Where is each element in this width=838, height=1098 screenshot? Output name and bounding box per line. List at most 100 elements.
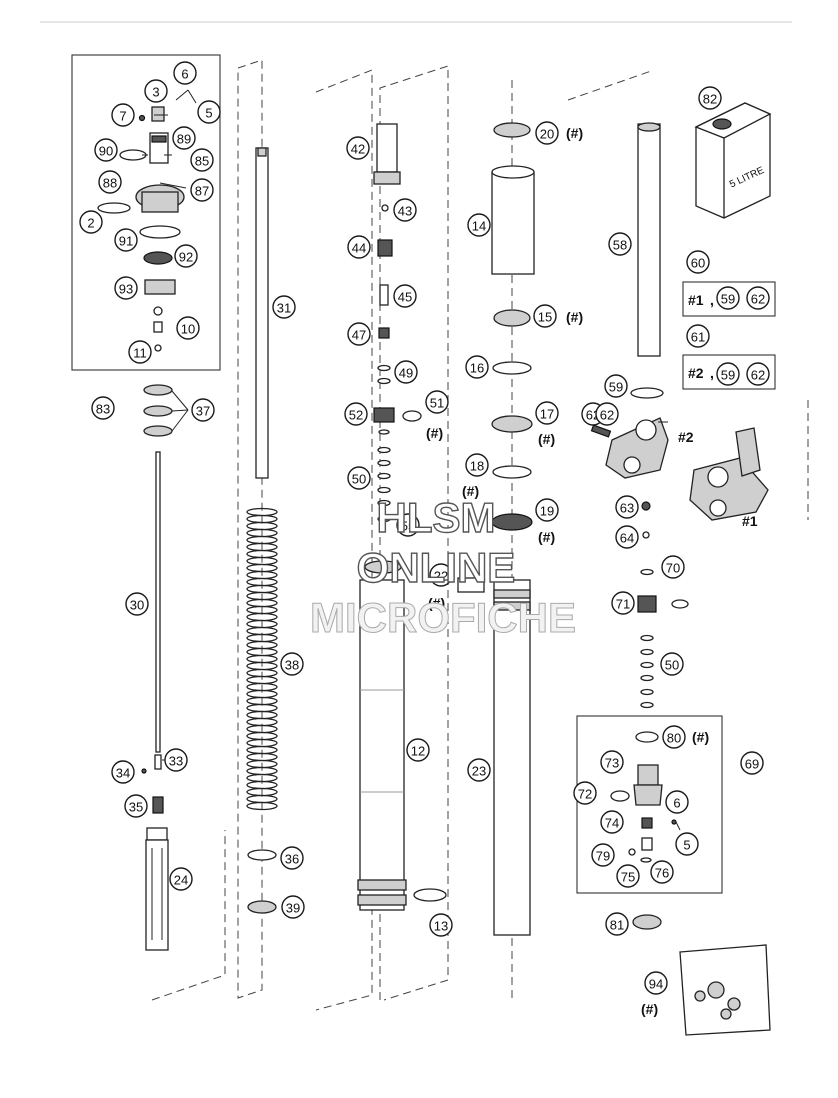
callout-76: 76 (650, 860, 674, 884)
callout-90: 90 (94, 138, 118, 162)
callout-83: 83 (91, 396, 115, 420)
svg-text:35: 35 (129, 800, 143, 815)
svg-text:36: 36 (285, 852, 299, 867)
variant-box1-mark: #1 (688, 292, 704, 308)
callout-19: 19 (535, 498, 559, 522)
callout-72: 72 (573, 781, 597, 805)
compression-adjuster-frame (576, 715, 723, 894)
hash-mark: (#) (428, 595, 445, 611)
callout-69: 69 (740, 751, 764, 775)
svg-text:92: 92 (179, 250, 193, 265)
callout-91: 91 (114, 228, 138, 252)
svg-text:85: 85 (195, 154, 209, 169)
callout-30: 30 (125, 592, 149, 616)
callout-62: 62 (746, 362, 770, 386)
svg-text:69: 69 (745, 757, 759, 772)
svg-text:79: 79 (596, 849, 610, 864)
callout-50: 50 (660, 652, 684, 676)
svg-text:20: 20 (540, 127, 554, 142)
callout-42: 42 (346, 136, 370, 160)
callout-45: 45 (393, 284, 417, 308)
cap-assembly-frame (71, 54, 221, 371)
callout-38: 38 (280, 652, 304, 676)
inner-tube-parts (357, 123, 447, 911)
hash-marks: (#) (#) (#) (#) (#) (#) (#) (#) (#) #2 #… (426, 125, 758, 1017)
svg-text:42: 42 (351, 142, 365, 157)
callout-47: 47 (347, 322, 371, 346)
svg-text:14: 14 (472, 219, 486, 234)
svg-text:64: 64 (620, 531, 634, 546)
svg-text:80: 80 (667, 731, 681, 746)
callout-5: 5 (197, 100, 221, 124)
callout-12: 12 (406, 738, 430, 762)
hash-mark: (#) (538, 431, 555, 447)
watermark-line3: MICROFICHE (310, 594, 576, 641)
callout-50: 50 (347, 466, 371, 490)
svg-text:70: 70 (666, 561, 680, 576)
svg-text:82: 82 (703, 92, 717, 107)
svg-text:12: 12 (411, 744, 425, 759)
svg-text:74: 74 (605, 816, 619, 831)
svg-text:76: 76 (655, 866, 669, 881)
callout-31: 31 (272, 295, 296, 319)
svg-text:39: 39 (286, 901, 300, 916)
callout-23: 23 (467, 758, 491, 782)
svg-text:6: 6 (673, 796, 680, 811)
svg-text:51: 51 (430, 396, 444, 411)
callout-36: 36 (280, 846, 304, 870)
callout-10: 10 (176, 316, 200, 340)
svg-text:43: 43 (398, 204, 412, 219)
svg-text:31: 31 (277, 301, 291, 316)
leader-lines (142, 89, 681, 831)
svg-text:75: 75 (621, 870, 635, 885)
svg-text:50: 50 (665, 658, 679, 673)
svg-text:94: 94 (649, 977, 663, 992)
svg-text:59: 59 (609, 380, 623, 395)
callout-71: 71 (611, 591, 635, 615)
svg-text:23: 23 (472, 764, 486, 779)
callout-94: 94 (644, 971, 668, 995)
svg-text:6: 6 (181, 67, 188, 82)
callout-39: 39 (281, 895, 305, 919)
svg-text:63: 63 (620, 501, 634, 516)
svg-text:87: 87 (195, 184, 209, 199)
svg-text:90: 90 (99, 144, 113, 159)
variant-box2-mark: #2 (688, 365, 704, 381)
watermark-line1: HLSM (377, 494, 496, 541)
callout-62: 62 (746, 286, 770, 310)
callout-33: 33 (164, 748, 188, 772)
variant-mark-2: #2 (678, 429, 694, 445)
variant-mark-1: #1 (742, 513, 758, 529)
variant-box1-comma: , (710, 292, 714, 308)
oil-can: 5 LITRE (694, 102, 772, 219)
svg-text:7: 7 (119, 109, 126, 124)
callout-20: 20 (535, 121, 559, 145)
svg-text:22: 22 (434, 569, 448, 584)
callout-79: 79 (591, 843, 615, 867)
small-parts-bag (679, 944, 771, 1036)
callout-35: 35 (124, 794, 148, 818)
svg-text:50: 50 (352, 472, 366, 487)
svg-text:13: 13 (434, 919, 448, 934)
svg-text:19: 19 (540, 504, 554, 519)
callout-58: 58 (608, 232, 632, 256)
svg-text:81: 81 (610, 918, 624, 933)
callout-59: 59 (716, 362, 740, 386)
callout-51: 51 (425, 390, 449, 414)
variant2-box (682, 354, 776, 390)
callout-17: 17 (535, 401, 559, 425)
variant-box2-comma: , (710, 365, 714, 381)
callout-16: 16 (465, 355, 489, 379)
variant1-box (682, 281, 776, 317)
svg-text:62: 62 (751, 368, 765, 383)
callouts: 2356710111213141516171819202223243031333… (79, 61, 770, 995)
callout-74: 74 (600, 810, 624, 834)
axle-column-parts (590, 122, 769, 930)
svg-text:45: 45 (398, 290, 412, 305)
svg-text:62: 62 (600, 408, 614, 423)
callout-62: 62 (595, 402, 619, 426)
callout-14: 14 (467, 213, 491, 237)
callout-87: 87 (190, 178, 214, 202)
callout-11: 11 (128, 340, 152, 364)
